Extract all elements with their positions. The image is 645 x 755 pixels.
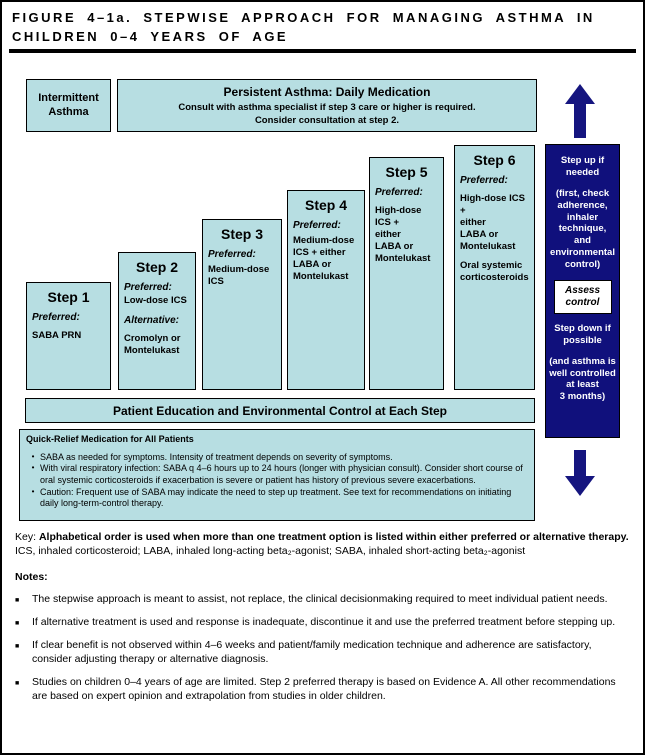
step-6-preferred-treatment: High-dose ICS + either LABA or Monteluka… [460,193,525,252]
quick-relief-bullet-text: With viral respiratory infection: SABA q… [40,463,523,486]
step-down-arrow-icon [565,450,595,496]
list-item: • With viral respiratory infection: SABA… [26,463,528,486]
step-5-box: Step 5 Preferred: High-dose ICS + either… [369,157,444,390]
square-bullet-icon: ■ [15,679,20,687]
key-bold-text: Alphabetical order is used when more tha… [38,531,629,543]
intermittent-asthma-box: Intermittent Asthma [26,79,111,132]
quick-relief-box: Quick-Relief Medication for All Patients… [19,429,535,521]
step-up-label: Step up if needed [560,155,605,178]
key-paragraph: Key: Alphabetical order is used when mor… [15,531,631,559]
list-item: • Caution: Frequent use of SABA may indi… [26,487,528,510]
preferred-label: Preferred: [208,249,256,260]
assess-control-box: Assess control [553,279,612,314]
key-abbreviations: ICS, inhaled corticosteroid; LABA, inhal… [15,544,526,557]
key-and-notes-section: Key: Alphabetical order is used when mor… [15,531,631,713]
step-5-preferred-treatment: High-dose ICS + either LABA or Monteluka… [375,205,431,264]
preferred-label: Preferred: [460,175,508,186]
patient-education-bar: Patient Education and Environmental Cont… [25,398,535,423]
list-item: ■ If clear benefit is not observed withi… [15,639,631,667]
note-text: Studies on children 0–4 years of age are… [32,675,616,702]
step-down-detail: (and asthma is well controlled at least … [549,355,616,403]
arrow-shaft [574,104,586,138]
step-2-box: Step 2 Preferred: Low-dose ICS Alternati… [118,252,196,390]
step-up-down-panel: Step up if needed (first, check adherenc… [545,144,620,438]
step-down-label: Step down if possible [554,322,611,346]
list-item: ■ If alternative treatment is used and r… [15,616,631,630]
step-2-preferred-treatment: Low-dose ICS [124,295,187,306]
step-1-preferred-treatment: SABA PRN [32,330,82,341]
step-up-detail: (first, check adherence, inhaler techniq… [550,187,615,270]
step-1-title: Step 1 [47,289,90,305]
step-4-title: Step 4 [304,197,347,213]
note-text: If clear benefit is not observed within … [32,638,592,665]
square-bullet-icon: ■ [15,619,20,627]
figure-title: FIGURE 4–1a. STEPWISE APPROACH FOR MANAG… [12,10,595,44]
arrow-head [565,476,595,496]
preferred-label: Preferred: [293,220,341,231]
square-bullet-icon: ■ [15,642,20,650]
step-6-oral-corticosteroids: Oral systemic corticosteroids [460,260,529,284]
preferred-label: Preferred: [32,312,80,323]
bullet-icon: • [31,463,35,473]
step-4-preferred-treatment: Medium-dose ICS + either LABA or Montelu… [293,235,355,282]
preferred-label: Preferred: [124,282,172,293]
step-2-title: Step 2 [135,259,178,275]
step-2-alternative-treatment: Cromolyn or Montelukast [124,332,181,356]
square-bullet-icon: ■ [15,596,20,604]
quick-relief-bullet-text: SABA as needed for symptoms. Intensity o… [40,451,393,462]
step-1-box: Step 1 Preferred: SABA PRN [26,282,111,390]
step-up-arrow-icon [565,84,595,138]
step-6-box: Step 6 Preferred: High-dose ICS + either… [454,145,535,390]
step-3-preferred-treatment: Medium-dose ICS [208,264,270,287]
quick-relief-bullet-text: Caution: Frequent use of SABA may indica… [40,486,512,509]
list-item: • SABA as needed for symptoms. Intensity… [26,452,528,464]
list-item: ■ Studies on children 0–4 years of age a… [15,676,631,704]
persistent-asthma-box: Persistent Asthma: Daily Medication Cons… [117,79,537,132]
persistent-asthma-subtext: Consult with asthma specialist if step 3… [178,102,476,126]
key-prefix: Key: [15,531,39,543]
title-divider [9,49,636,53]
note-text: The stepwise approach is meant to assist… [32,592,608,605]
preferred-label: Preferred: [375,187,423,198]
notes-heading: Notes: [15,570,48,583]
list-item: ■ The stepwise approach is meant to assi… [15,593,631,607]
step-5-title: Step 5 [385,164,428,180]
quick-relief-heading: Quick-Relief Medication for All Patients [26,434,194,444]
step-3-box: Step 3 Preferred: Medium-dose ICS [202,219,282,390]
bullet-icon: • [31,486,35,496]
step-3-title: Step 3 [220,226,263,242]
step-4-box: Step 4 Preferred: Medium-dose ICS + eith… [287,190,365,390]
arrow-head [565,84,595,104]
arrow-shaft [574,450,586,476]
bullet-icon: • [31,451,35,461]
note-text: If alternative treatment is used and res… [32,615,616,628]
step-6-title: Step 6 [473,152,516,168]
alternative-label: Alternative: [124,314,180,326]
persistent-asthma-title: Persistent Asthma: Daily Medication [223,85,431,99]
